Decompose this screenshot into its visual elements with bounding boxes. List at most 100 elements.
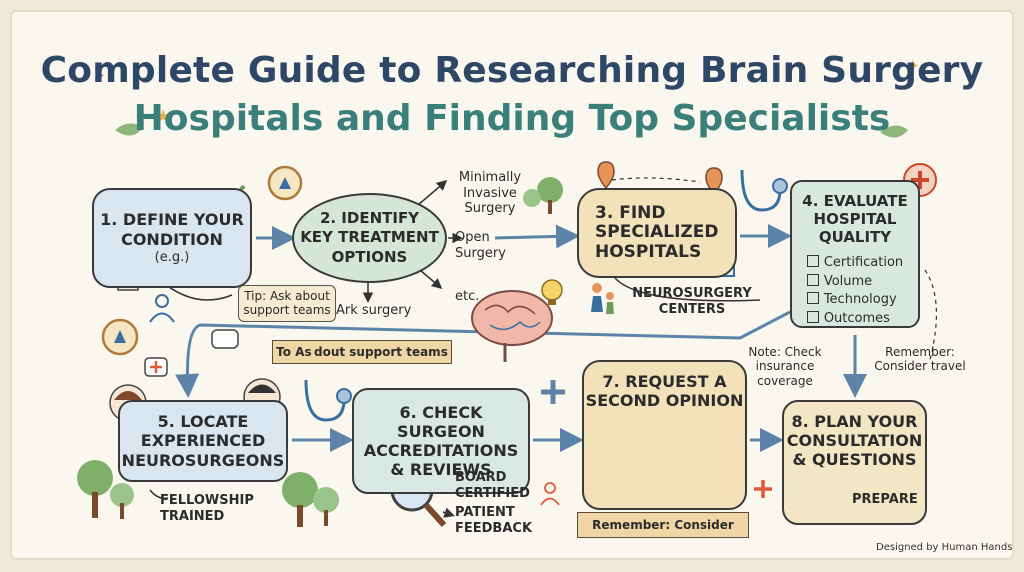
signature: Designed by Human Hands xyxy=(876,542,1013,553)
note-line: Consider travel xyxy=(874,359,966,374)
brain-icon xyxy=(471,290,553,362)
quality-checklist: Certification Volume Technology Outcomes xyxy=(806,252,904,328)
note-line: NEUROSURGERY xyxy=(632,286,752,301)
note-fellowship: FELLOWSHIP TRAINED xyxy=(160,493,254,524)
note-ark-surgery: Ark surgery xyxy=(336,303,412,318)
compass-icon xyxy=(267,165,303,201)
note-line: Surgery xyxy=(455,245,506,261)
checkbox-icon xyxy=(806,255,819,267)
note-line: Minimally xyxy=(458,170,522,185)
note-line: Tip: Ask about xyxy=(244,289,330,303)
checklist-item: Technology xyxy=(806,291,903,308)
step-5-line2: EXPERIENCED xyxy=(140,431,266,451)
star-icon: ✦ xyxy=(905,56,920,77)
person-icon xyxy=(591,283,614,314)
leaf-icon xyxy=(115,123,143,136)
note-travel: Remember: Consider travel xyxy=(870,345,970,374)
step-4-line1: 4. EVALUATE xyxy=(802,192,908,210)
step-5-line1: 5. LOCATE xyxy=(157,412,249,432)
person-icon xyxy=(149,294,175,323)
checklist-label: Volume xyxy=(823,273,873,289)
step-3-line3: HOSPITALS xyxy=(595,241,702,262)
leaf-icon xyxy=(880,125,908,138)
note-minimally-invasive: Minimally Invasive Surgery xyxy=(450,170,530,217)
note-line: PATIENT xyxy=(455,505,515,520)
note-line: insurance coverage xyxy=(755,359,815,388)
star-icon: ★ xyxy=(155,106,171,127)
page-title: Complete Guide to Researching Brain Surg… xyxy=(40,50,984,91)
checklist-label: Outcomes xyxy=(823,310,890,326)
note-board-certified: BOARD CERTIFIED xyxy=(455,470,535,501)
step-4-line2: HOSPITAL xyxy=(813,210,897,228)
speech-bubble-icon xyxy=(211,329,239,349)
note-line: Surgery xyxy=(464,201,516,217)
medical-cross-icon xyxy=(754,480,772,498)
person-icon xyxy=(540,482,560,506)
note-line: support teams xyxy=(243,303,331,318)
step-6-line2: ACCREDITATIONS xyxy=(363,441,519,460)
tree-icon xyxy=(77,460,134,519)
arrow-2-3 xyxy=(494,224,580,249)
step-1-line1: 1. DEFINE YOUR xyxy=(100,209,244,229)
step-4-line3: QUALITY xyxy=(818,228,892,246)
checkbox-icon xyxy=(806,310,819,323)
page-subtitle: Hospitals and Finding Top Specialists xyxy=(133,98,891,139)
lightbulb-icon xyxy=(541,279,563,305)
tree-icon xyxy=(282,472,339,527)
checklist-item: Volume xyxy=(806,273,903,290)
note-line: CERTIFIED xyxy=(455,485,530,501)
note-etc: etc. xyxy=(455,289,480,304)
note-line: FEEDBACK xyxy=(455,520,533,536)
banner-remember-consider: Remember: Consider xyxy=(577,512,749,538)
step-6-line3: & REVIEWS xyxy=(390,460,492,480)
step-7-second-opinion: 7. REQUEST A SECOND OPINION xyxy=(582,360,747,510)
step-2-line2: KEY TREATMENT xyxy=(300,228,439,247)
map-pin-icon xyxy=(597,161,615,190)
step-1-sub: (e.g.) xyxy=(154,249,190,265)
compass-icon xyxy=(101,318,139,356)
step-2-line3: OPTIONS xyxy=(331,247,408,266)
speech-bubble-icon xyxy=(144,357,168,377)
note-line: BOARD xyxy=(455,470,507,485)
note-insurance: Note: Check insurance coverage xyxy=(735,345,835,388)
step-7-line1: 7. REQUEST A xyxy=(602,372,727,391)
step-5-line3: NEUROSURGEONS xyxy=(121,450,285,470)
arrow-4-5 xyxy=(175,310,791,398)
checklist-item: Certification xyxy=(806,254,904,271)
step-2-treatment-options: 2. IDENTIFY KEY TREATMENT OPTIONS xyxy=(292,193,447,283)
note-prepare: PREPARE xyxy=(852,492,918,507)
banner-support-teams: To As dout support teams xyxy=(272,340,452,364)
stethoscope-icon xyxy=(304,379,352,422)
step-8-line1: 8. PLAN YOUR xyxy=(791,412,918,431)
checkbox-icon xyxy=(806,273,819,286)
note-patient-feedback: PATIENT FEEDBACK xyxy=(455,505,535,536)
step-3-line2: SPECIALIZED xyxy=(595,222,719,243)
step-3-find-hospitals: 3. FIND SPECIALIZED HOSPITALS xyxy=(577,188,737,278)
note-line: CENTERS xyxy=(658,301,726,317)
note-neurosurgery-centers: NEUROSURGERY CENTERS xyxy=(632,286,752,317)
tip-note: Tip: Ask about support teams xyxy=(238,285,336,322)
note-line: Open xyxy=(455,230,490,245)
step-7-line2: SECOND OPINION xyxy=(585,391,744,411)
star-icon: ✦ xyxy=(95,69,105,83)
checklist-item: Outcomes xyxy=(806,310,903,327)
step-2-line1: 2. IDENTIFY xyxy=(319,208,420,227)
step-8-line2: CONSULTATION xyxy=(786,431,923,451)
step-8-plan-consultation: 8. PLAN YOUR CONSULTATION & QUESTIONS xyxy=(782,400,927,525)
note-line: Remember: xyxy=(885,345,955,359)
checklist-label: Certification xyxy=(823,255,904,270)
note-open-surgery: Open Surgery xyxy=(455,230,525,261)
note-line: FELLOWSHIP xyxy=(160,493,254,508)
stethoscope-icon xyxy=(740,169,788,212)
tree-icon xyxy=(523,177,563,214)
note-line: Note: Check xyxy=(748,345,822,359)
step-1-define-condition: 1. DEFINE YOUR CONDITION (e.g.) xyxy=(92,188,252,288)
checkbox-icon xyxy=(806,292,819,305)
note-line: TRAINED xyxy=(160,508,225,524)
step-6-line1: 6. CHECK SURGEON xyxy=(397,402,485,441)
step-4-evaluate-quality: 4. EVALUATE HOSPITAL QUALITY Certificati… xyxy=(790,180,920,328)
step-6-check-accreditations: 6. CHECK SURGEON ACCREDITATIONS & REVIEW… xyxy=(352,388,530,494)
step-1-line2: CONDITION xyxy=(121,229,223,249)
step-5-locate-neurosurgeons: 5. LOCATE EXPERIENCED NEUROSURGEONS xyxy=(118,400,288,482)
